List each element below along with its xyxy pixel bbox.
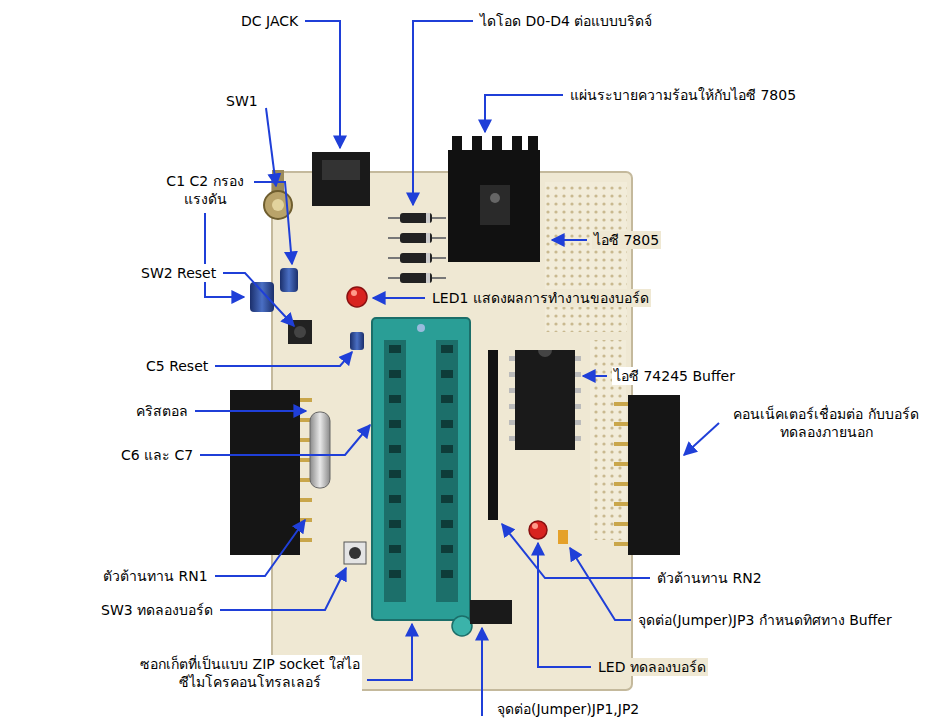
callout-label: LED1 แสดงผลการทำงานของบอร์ด (430, 289, 651, 307)
callout-label: C1 C2 กรองแรงดัน (157, 172, 253, 208)
callout-label: จุดต่อ(Jumper)JP3 กำหนดทิศทาง Buffer (636, 611, 894, 629)
callout-label: ไดโอด D0-D4 ต่อแบบบริดจ์ (478, 12, 654, 30)
callout-label: แผ่นระบายความร้อนให้กับไอซี 7805 (568, 86, 798, 104)
callout-label: คอนเน็คเตอร์เชื่อมต่อ กับบอร์ดทดลองภายนอ… (724, 405, 928, 441)
callout-label: ตัวต้านทาน RN2 (655, 569, 764, 587)
callout-label: C5 Reset (144, 357, 210, 375)
callout-label: ซอกเก็ตที่เป็นแบบ ZIP socket ใส่ไอซีไมโค… (138, 655, 362, 691)
callout-label: จุดต่อ(Jumper)JP1,JP2 (495, 700, 641, 718)
callout-label: C6 และ C7 (119, 446, 195, 464)
callout-label: DC JACK (239, 12, 300, 30)
callout-label: ตัวต้านทาน RN1 (101, 567, 210, 585)
callout-label: ไอซี 7805 (592, 231, 661, 249)
callout-label: SW1 (224, 92, 260, 110)
callout-label: LED ทดลองบอร์ด (596, 658, 708, 676)
callout-label: คริสตอล (134, 402, 190, 420)
callout-label: ไอซี 74245 Buffer (612, 367, 737, 385)
callout-label: SW2 Reset (139, 264, 218, 282)
callout-label: SW3 ทดลองบอร์ด (99, 601, 215, 619)
